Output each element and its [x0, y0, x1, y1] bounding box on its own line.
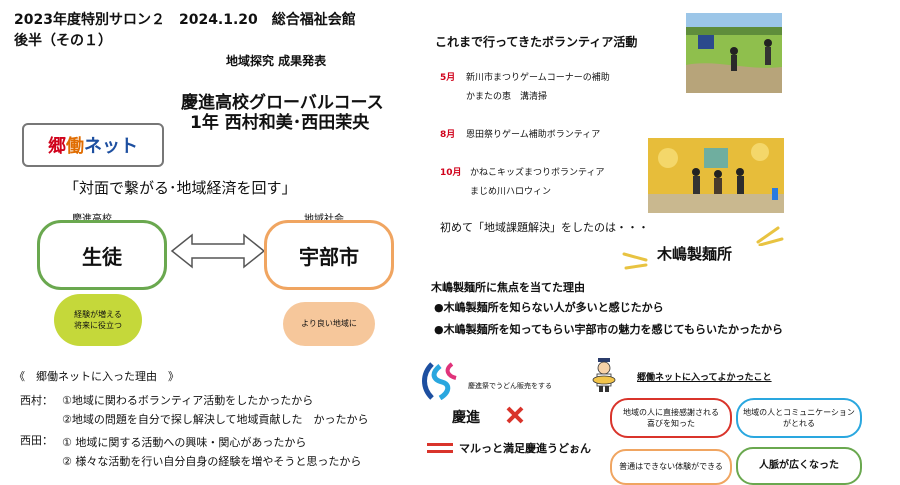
- experience-bubble: 経験が増える将来に役立つ: [54, 294, 142, 346]
- keishin-label: 慶進: [452, 410, 480, 426]
- equals-icon: [427, 443, 453, 453]
- nishimura-reason-2: ②地域の問題を自分で探し解決して地域貢献した かったから: [62, 413, 369, 426]
- left-caption: 慶進高校: [72, 214, 112, 225]
- good-point-communication: 地域の人とコミュニケーションがとれる: [736, 398, 862, 438]
- student-names: 1年 西村和美･西田茉央: [190, 113, 370, 133]
- may-activity-2: かまたの恵 溝清掃: [466, 92, 548, 102]
- right-caption: 地域社会: [304, 214, 344, 225]
- month-may-label: 5月: [440, 73, 456, 83]
- nishimura-reason-1: ①地域に関わるボランティア活動をしたかったから: [62, 394, 314, 407]
- udon-product-name: マルっと満足慶進うどぉん: [459, 442, 591, 455]
- field-photo-icon: [686, 13, 782, 93]
- good-point-2-line2: がとれる: [783, 419, 815, 428]
- udon-chef-icon: [592, 358, 616, 392]
- collaboration-cross-icon: [506, 406, 524, 424]
- school-name: 慶進高校グローバルコース: [181, 93, 384, 113]
- good-point-1-line1: 地域の人に直接感謝される: [623, 407, 719, 417]
- emphasis-lines-left-icon: [622, 252, 648, 270]
- reasons-title: 《 郷働ネットに入った理由 》: [14, 370, 179, 383]
- month-aug: 8月: [440, 127, 455, 140]
- logo-part3: ネット: [84, 136, 138, 157]
- logo-part2: 働: [66, 136, 84, 157]
- month-oct: 10月: [440, 165, 462, 178]
- nishida-reason-2: ② 様々な活動を行い自分自身の経験を増やそうと思ったから: [62, 455, 362, 468]
- aug-activity-1: 恩田祭りゲーム補助ボランティア: [466, 130, 601, 140]
- logo-part1: 郷: [48, 136, 66, 157]
- focus-item-1: ●木嶋製麺所を知らない人が多いと感じたから: [434, 301, 664, 314]
- first-time-text: 初めて「地域課題解決」をしたのは・・・: [440, 221, 649, 234]
- company-name: 木嶋製麺所: [657, 245, 733, 263]
- ube-city-label: 宇部市: [299, 244, 359, 269]
- good-point-network: 人脈が広くなった: [736, 447, 862, 485]
- nishida-name: 西田：: [20, 434, 53, 447]
- good-point-1-line2: 喜びを知った: [647, 419, 695, 428]
- month-aug-label: 8月: [440, 130, 456, 140]
- bubble-line1: 経験が増える: [74, 309, 122, 319]
- header-subtitle: 地域探究 成果発表: [226, 54, 327, 68]
- better-region-bubble: より良い地域に: [283, 302, 375, 346]
- oct-activity-2: まじめ川ハロウィン: [470, 187, 552, 197]
- students-label: 生徒: [82, 244, 122, 269]
- volunteer-photo-kids: [648, 138, 784, 213]
- oct-activity-1: かねこキッズまつりボランティア: [470, 168, 605, 178]
- udon-event-text: 慶進祭でうどん販売をする: [468, 382, 552, 390]
- good-point-gratitude: 地域の人に直接感謝される喜びを知った: [610, 398, 732, 438]
- focus-title: 木嶋製麺所に焦点を当てた理由: [431, 281, 585, 294]
- good-points-title: 郷働ネットに入ってよかったこと: [637, 373, 772, 383]
- nishimura-name: 西村：: [20, 394, 53, 407]
- kids-photo-icon: [648, 138, 784, 213]
- month-oct-label: 10月: [440, 168, 462, 178]
- good-point-experience: 普通はできない体験ができる: [610, 449, 732, 485]
- header-line1: 2023年度特別サロン２ 2024.1.20 総合福祉会館: [14, 12, 356, 28]
- better-region-text: より良い地域に: [301, 319, 357, 329]
- header-line2: 後半（その１）: [14, 33, 112, 49]
- bubble-line2: 将来に役立つ: [74, 321, 122, 330]
- goudou-net-logo: 郷働ネット: [22, 123, 164, 167]
- good-point-2-line1: 地域の人とコミュニケーション: [743, 407, 855, 417]
- students-box: 生徒: [37, 220, 167, 290]
- volunteer-title: これまで行ってきたボランティア活動: [435, 35, 638, 49]
- good-point-4: 人脈が広くなった: [759, 460, 839, 471]
- may-activity-1: 新川市まつりゲームコーナーの補助: [466, 73, 610, 83]
- focus-item-2: ●木嶋製麺所を知ってもらい宇部市の魅力を感じてもらいたかったから: [434, 323, 783, 336]
- emphasis-lines-right-icon: [756, 226, 784, 246]
- good-point-3: 普通はできない体験ができる: [619, 462, 723, 472]
- month-may: 5月: [440, 70, 455, 83]
- volunteer-photo-field: [686, 13, 782, 93]
- keishin-school-logo: [422, 362, 457, 400]
- nishida-reason-1: ① 地域に関する活動への興味・関心があったから: [62, 436, 307, 449]
- double-arrow-icon: [170, 233, 266, 269]
- ube-city-box: 宇部市: [264, 220, 394, 290]
- slogan: 「対面で繋がる･地域経済を回す」: [64, 179, 297, 197]
